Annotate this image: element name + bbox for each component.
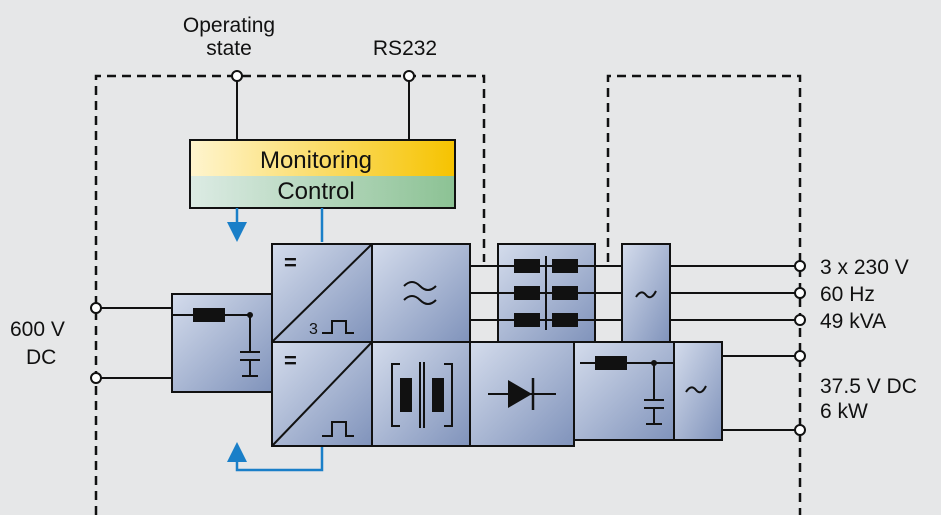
dc-converter-top: [271, 243, 373, 343]
terminal-operating-state: [231, 70, 243, 82]
filter-block: [371, 243, 471, 343]
enclosure-left: [94, 74, 486, 515]
control-arrows: [227, 208, 324, 472]
ac-voltage-label: 3 x 230 V: [820, 256, 909, 279]
rs232-label: RS232: [373, 37, 437, 60]
terminal-ac-l3: [794, 314, 806, 326]
wiring: [96, 76, 800, 431]
three-phase-choke-block: [497, 243, 596, 343]
input-type-label: DC: [26, 346, 56, 369]
terminal-ac-l1: [794, 260, 806, 272]
terminal-rs232: [403, 70, 415, 82]
ac-power-label: 49 kVA: [820, 310, 886, 333]
converter-bottom-equals: =: [284, 348, 297, 373]
converter-top-equals: =: [284, 250, 297, 275]
operating-state-label-line1: Operating: [183, 14, 275, 37]
ac-output-filter-block: [621, 243, 671, 343]
converter-top-number: 3: [309, 321, 318, 338]
terminal-ac-l2: [794, 287, 806, 299]
terminal-dc-in-neg: [90, 372, 102, 384]
dc-converter-bottom: [271, 341, 373, 447]
dc-power-label: 6 kW: [820, 400, 868, 423]
input-voltage-label: 600 V: [10, 318, 65, 341]
control-label: Control: [277, 178, 354, 205]
ac-frequency-label: 60 Hz: [820, 283, 875, 306]
dc-output-filter-block: [573, 341, 675, 441]
transformer-block: [371, 341, 471, 447]
monitoring-label: Monitoring: [260, 147, 372, 174]
terminal-dc-out-neg: [794, 424, 806, 436]
rectifier-block: [469, 341, 575, 447]
terminal-dc-out-pos: [794, 350, 806, 362]
dc-voltage-label: 37.5 V DC: [820, 375, 917, 398]
terminals: [90, 70, 806, 436]
enclosure-right: [606, 74, 802, 515]
terminal-dc-in-pos: [90, 302, 102, 314]
input-filter-block: [171, 293, 273, 393]
operating-state-label-line2: state: [206, 37, 252, 60]
monitoring-control-box: [189, 139, 456, 209]
dc-output-small-filter-block: [673, 341, 723, 441]
